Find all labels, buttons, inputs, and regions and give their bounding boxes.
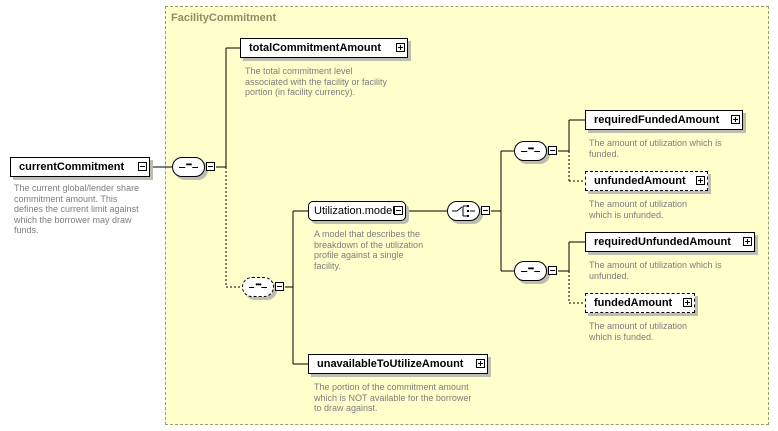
element-name: requiredFundedAmount bbox=[594, 114, 720, 126]
element-required-funded-amount[interactable]: requiredFundedAmount bbox=[585, 110, 743, 130]
collapse-icon[interactable] bbox=[481, 206, 490, 215]
element-unfunded-amount[interactable]: unfundedAmount bbox=[585, 171, 708, 191]
element-total-commitment-amount[interactable]: totalCommitmentAmount bbox=[240, 38, 408, 58]
element-name: currentCommitment bbox=[19, 161, 125, 173]
sequence-compositor-unfunded[interactable] bbox=[514, 261, 547, 281]
collapse-icon[interactable] bbox=[275, 282, 284, 291]
element-required-unfunded-amount[interactable]: requiredUnfundedAmount bbox=[585, 232, 755, 252]
element-name: requiredUnfundedAmount bbox=[594, 236, 731, 248]
type-title: FacilityCommitment bbox=[171, 12, 277, 24]
expand-icon[interactable] bbox=[731, 115, 740, 124]
element-name: unavailableToUtilizeAmount bbox=[317, 358, 464, 370]
element-name: fundedAmount bbox=[594, 297, 673, 309]
group-utilization-model[interactable]: Utilization.model bbox=[308, 201, 406, 221]
expand-icon[interactable] bbox=[396, 43, 405, 52]
choice-icon bbox=[452, 205, 475, 217]
element-unavailable-to-utilize-amount[interactable]: unavailableToUtilizeAmount bbox=[308, 354, 488, 374]
element-funded-amount[interactable]: fundedAmount bbox=[585, 293, 695, 313]
collapse-icon[interactable] bbox=[206, 162, 215, 171]
element-current-commitment[interactable]: currentCommitment bbox=[10, 157, 150, 177]
collapse-icon[interactable] bbox=[138, 162, 147, 171]
sequence-compositor[interactable] bbox=[172, 157, 205, 177]
group-name: Utilization.model bbox=[314, 205, 395, 217]
element-name: totalCommitmentAmount bbox=[249, 42, 381, 54]
expand-icon[interactable] bbox=[476, 359, 485, 368]
element-name: unfundedAmount bbox=[594, 175, 686, 187]
collapse-icon[interactable] bbox=[548, 266, 557, 275]
expand-icon[interactable] bbox=[683, 298, 692, 307]
expand-icon[interactable] bbox=[743, 237, 752, 246]
sequence-compositor-funded[interactable] bbox=[514, 141, 547, 161]
choice-compositor[interactable] bbox=[447, 201, 480, 221]
optional-sequence-compositor[interactable] bbox=[242, 277, 274, 297]
expand-icon[interactable] bbox=[696, 176, 705, 185]
collapse-icon[interactable] bbox=[394, 206, 403, 215]
collapse-icon[interactable] bbox=[548, 146, 557, 155]
